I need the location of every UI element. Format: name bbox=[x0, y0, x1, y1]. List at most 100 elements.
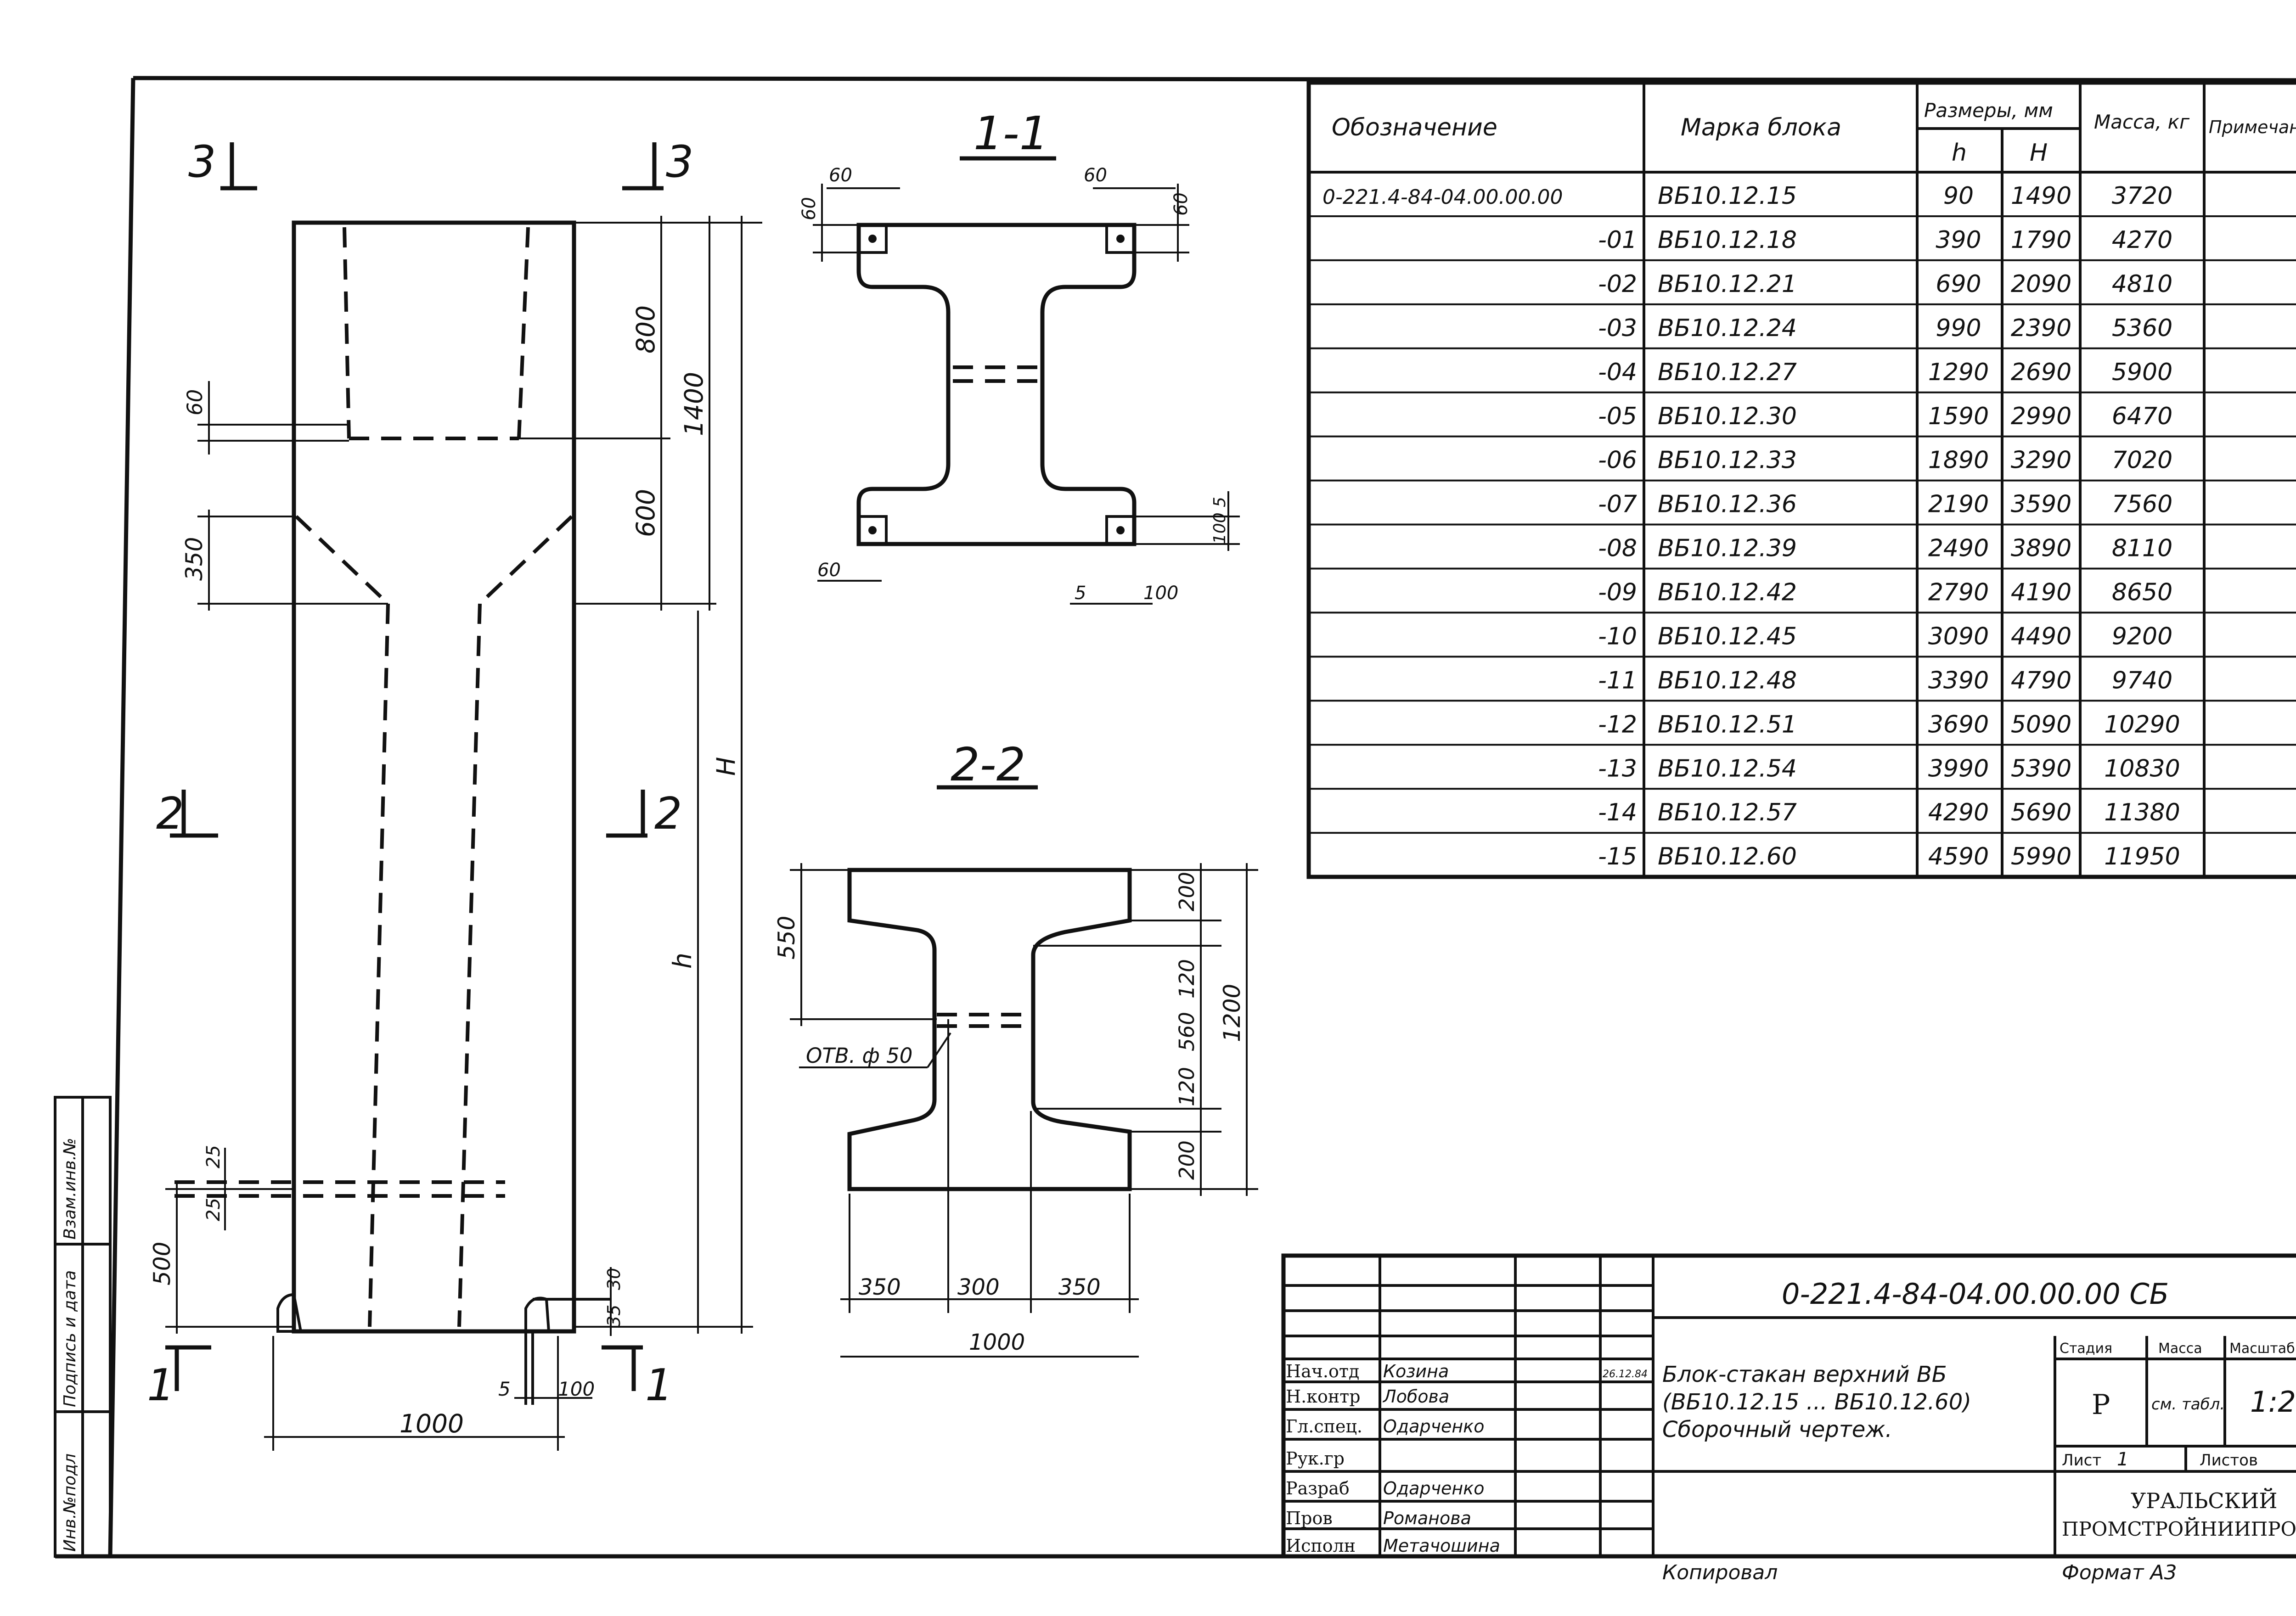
svg-text:2: 2 bbox=[654, 789, 682, 839]
svg-text:300: 300 bbox=[957, 1274, 1000, 1300]
table-cell-mark: ВБ10.12.54 bbox=[1658, 755, 1797, 782]
table-cell-designation: -12 bbox=[1598, 711, 1637, 738]
table-cell-mass: 11380 bbox=[2104, 799, 2180, 826]
table-cell-designation: -14 bbox=[1598, 799, 1637, 826]
table-cell-mass: 6470 bbox=[2112, 403, 2172, 430]
table-cell-h: 3690 bbox=[1928, 711, 1989, 738]
table-cell-H: 5090 bbox=[2011, 711, 2071, 738]
table-cell-h: 990 bbox=[1936, 314, 1981, 342]
hole-label: ОТВ. ф 50 bbox=[806, 1044, 912, 1068]
svg-text:1200: 1200 bbox=[1219, 984, 1245, 1042]
svg-text:350: 350 bbox=[859, 1274, 901, 1300]
dim-100: 100 bbox=[558, 1378, 595, 1400]
table-cell-H: 3890 bbox=[2011, 535, 2071, 562]
svg-text:5: 5 bbox=[1210, 497, 1229, 507]
table-cell-mass: 10830 bbox=[2104, 755, 2180, 782]
table-cell-mass: 9200 bbox=[2112, 623, 2172, 650]
svg-text:60: 60 bbox=[829, 165, 852, 186]
svg-text:560: 560 bbox=[1175, 1012, 1199, 1051]
table-cell-mark: ВБ10.12.42 bbox=[1658, 579, 1797, 606]
hdr-mass: Масса, кг bbox=[2094, 111, 2190, 133]
table-cell-mass: 4810 bbox=[2112, 270, 2172, 298]
table-cell-H: 5690 bbox=[2011, 799, 2071, 826]
svg-text:120: 120 bbox=[1175, 959, 1199, 999]
signature-name: Одарченко bbox=[1383, 1478, 1484, 1498]
spec-table: Обозначение Марка блока Размеры, мм h H … bbox=[1306, 80, 2296, 879]
format-label: Формат А3 bbox=[2062, 1561, 2177, 1584]
title-line1: Блок-стакан верхний ВБ bbox=[1662, 1362, 1947, 1387]
copied-label: Копировал bbox=[1662, 1561, 1778, 1584]
signature-date: 26.12.84 bbox=[1603, 1369, 1648, 1380]
side-stamp-sign: Подпись и дата bbox=[61, 1270, 79, 1407]
dim-1000: 1000 bbox=[400, 1409, 464, 1438]
svg-text:60: 60 bbox=[817, 560, 841, 581]
svg-text:Листов: Листов bbox=[2200, 1451, 2258, 1470]
table-cell-designation: -03 bbox=[1598, 314, 1637, 342]
svg-text:60: 60 bbox=[1084, 165, 1107, 186]
section-1-1-title: 1-1 bbox=[974, 107, 1048, 160]
signature-name: Козина bbox=[1383, 1361, 1449, 1381]
table-cell-H: 3590 bbox=[2011, 491, 2071, 518]
signature-name: Лобова bbox=[1382, 1386, 1449, 1407]
table-cell-mass: 5900 bbox=[2112, 359, 2172, 386]
dim-35: 35 bbox=[604, 1305, 624, 1327]
table-cell-mark: ВБ10.12.45 bbox=[1658, 623, 1797, 650]
signature-name: Одарченко bbox=[1383, 1416, 1484, 1436]
table-cell-h: 4590 bbox=[1928, 843, 1989, 870]
table-cell-mass: 7560 bbox=[2112, 491, 2172, 518]
cut-mark-1-right: 1 bbox=[602, 1345, 673, 1411]
table-cell-mark: ВБ10.12.24 bbox=[1658, 314, 1797, 342]
table-cell-H: 4490 bbox=[2011, 623, 2071, 650]
signature-name: Метачошина bbox=[1383, 1536, 1500, 1556]
side-stamp: Взам.инв.№ Подпись и дата Инв.№подл bbox=[54, 1096, 112, 1558]
table-cell-mark: ВБ10.12.48 bbox=[1658, 667, 1797, 694]
mass-value: см. табл. bbox=[2151, 1395, 2225, 1414]
cut-mark-2-left: 2 bbox=[156, 789, 218, 839]
svg-text:1: 1 bbox=[147, 1360, 174, 1411]
table-cell-h: 90 bbox=[1943, 182, 1974, 210]
signature-role: Н.контр bbox=[1286, 1386, 1361, 1407]
hdr-mark: Марка блока bbox=[1681, 114, 1841, 141]
table-cell-designation: -02 bbox=[1598, 270, 1637, 298]
table-cell-designation: -01 bbox=[1598, 226, 1637, 254]
svg-text:3: 3 bbox=[188, 137, 216, 187]
signature-row: Рук.гр bbox=[1286, 1448, 1345, 1469]
signature-name: Романова bbox=[1383, 1508, 1471, 1528]
dim-25-top: 25 bbox=[203, 1145, 224, 1168]
table-cell-designation: -11 bbox=[1598, 667, 1637, 694]
table-cell-h: 2490 bbox=[1928, 535, 1989, 562]
table-cell-designation: -08 bbox=[1598, 535, 1637, 562]
svg-text:Лист: Лист bbox=[2062, 1451, 2101, 1470]
table-cell-mass: 8650 bbox=[2112, 579, 2172, 606]
table-cell-mark: ВБ10.12.21 bbox=[1658, 270, 1797, 298]
hdr-note: Примечание bbox=[2209, 117, 2296, 137]
svg-text:200: 200 bbox=[1175, 872, 1199, 911]
cut-mark-2-right: 2 bbox=[606, 789, 682, 839]
table-cell-mark: ВБ10.12.36 bbox=[1658, 491, 1797, 518]
svg-text:5: 5 bbox=[1075, 583, 1086, 604]
table-cell-designation: -13 bbox=[1598, 755, 1637, 782]
signature-role: Нач.отд bbox=[1286, 1361, 1359, 1381]
table-cell-mass: 9740 bbox=[2112, 667, 2172, 694]
table-cell-designation: -07 bbox=[1598, 491, 1637, 518]
svg-text:Масштаб: Масштаб bbox=[2229, 1341, 2295, 1357]
svg-text:3: 3 bbox=[666, 137, 693, 187]
table-cell-H: 2090 bbox=[2011, 270, 2071, 298]
table-cell-H: 2390 bbox=[2011, 314, 2071, 342]
table-cell-H: 1490 bbox=[2011, 182, 2071, 210]
dim-25-bottom: 25 bbox=[203, 1198, 224, 1221]
dim-600: 600 bbox=[631, 489, 660, 537]
signature-role: Разраб bbox=[1286, 1478, 1350, 1498]
dim-5: 5 bbox=[498, 1378, 511, 1400]
elevation-view: 3 3 2 2 1 1 bbox=[147, 137, 762, 1451]
signature-row: Н.контр Лобова bbox=[1286, 1386, 1449, 1407]
svg-text:100: 100 bbox=[1143, 583, 1178, 604]
